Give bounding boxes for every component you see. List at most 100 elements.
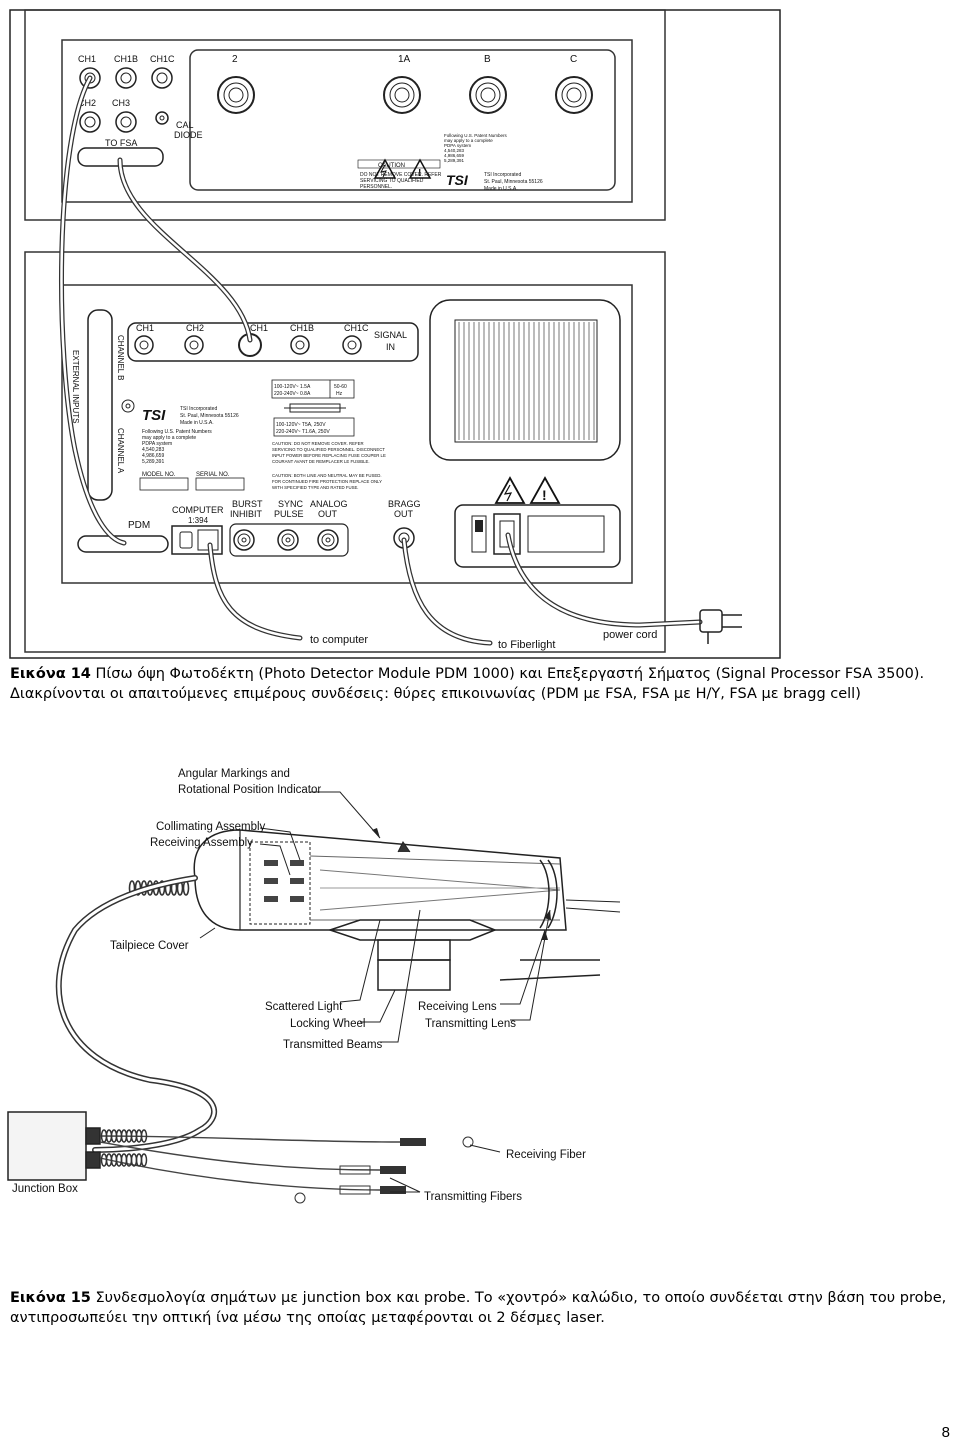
bnc-connector-icon <box>121 399 135 413</box>
top-label-to-fsa: TO FSA <box>105 138 137 148</box>
pdm-label: PDM <box>128 520 150 531</box>
bottom-tsi-logo: TSI <box>142 407 166 424</box>
burst-label-1: BURST <box>232 499 263 509</box>
figure-15-caption-text: Συνδεσμολογία σημάτων με junction box κα… <box>10 1290 947 1326</box>
svg-text:!: ! <box>542 487 547 503</box>
top-caution-title: CAUTION <box>378 163 405 169</box>
figure-14-caption-label: Εικόνα 14 <box>10 666 91 682</box>
probe-mount <box>327 919 601 991</box>
bragg-label-1: BRAGG <box>388 499 421 509</box>
coil-ring <box>182 880 190 896</box>
top-patent-line-3: PDPA system <box>444 143 471 148</box>
svg-text:!: ! <box>418 168 421 179</box>
signal-in-label-2: IN <box>386 342 395 352</box>
label-receiving-fiber: Receiving Fiber <box>506 1149 586 1161</box>
bottom-label-ch1b: CH1B <box>290 323 314 333</box>
bnc-connector-icon <box>134 333 362 357</box>
cable-to-fiberlight <box>401 537 493 646</box>
bottom-caution-line-2: SERVICING TO QUALIFIED PERSONNEL. DISCON… <box>272 447 385 452</box>
rating-line-1: 100-120V~ 1.5A <box>274 384 311 390</box>
label-collimating: Collimating Assembly <box>156 821 266 833</box>
bottom-patent-line-2: may apply to a complete <box>142 435 196 441</box>
channel-b-label: CHANNEL B <box>116 335 125 381</box>
top-label-1a: 1A <box>398 54 411 65</box>
vent-grille <box>429 299 621 461</box>
bottom-caution-line-4: COURANT AVANT DE REMPLACER LE FUSIBLE. <box>272 459 370 464</box>
bottom-patent-line-3: PDPA system <box>142 441 172 447</box>
figure-14-caption-text: Πίσω όψη Φωτοδέκτη (Photo Detector Modul… <box>10 666 925 702</box>
bottom-company-line-1: TSI Incorporated <box>180 406 217 412</box>
top-label-ch1: CH1 <box>78 54 96 64</box>
bottom-label-ch2: CH2 <box>186 323 204 333</box>
label-angular-2: Rotational Position Indicator <box>178 784 321 796</box>
fuse-line-1: 100-120V~ T5A, 250V <box>276 422 326 428</box>
top-patent-line-6: 5,289,391 <box>444 158 465 163</box>
cable-to-computer <box>207 542 303 641</box>
pdm-connector <box>77 535 169 553</box>
top-caution-line-2: SERVICING TO QUALIFIED <box>360 178 424 184</box>
analog-label-1: ANALOG <box>310 499 348 509</box>
cable-label-fiberlight: to Fiberlight <box>498 639 555 651</box>
bragg-label-2: OUT <box>394 509 414 519</box>
computer-label-2: 1:394 <box>188 516 209 525</box>
label-transmitted: Transmitted Beams <box>283 1039 383 1051</box>
top-unit-panel <box>24 9 666 221</box>
bottom-unit-panel <box>24 251 666 653</box>
top-label-cal: CAL <box>176 120 194 130</box>
label-scattered: Scattered Light <box>265 1001 343 1013</box>
label-receiving-lens: Receiving Lens <box>418 1001 497 1013</box>
label-transmitting-fibers: Transmitting Fibers <box>424 1191 522 1203</box>
figure-15-diagram: Angular Markings and Rotational Position… <box>7 768 621 1204</box>
coil-ring <box>140 1153 148 1167</box>
channel-a-label: CHANNEL A <box>116 428 125 474</box>
warning-triangle-icon: ! <box>373 158 432 179</box>
figure-14-caption: Εικόνα 14 Πίσω όψη Φωτοδέκτη (Photo Dete… <box>10 664 955 704</box>
top-company-line-2: St. Paul, Minnesota 55126 <box>484 179 543 185</box>
warning-triangle-icon: ! <box>494 476 561 504</box>
bottom-label-ch1: CH1 <box>136 323 154 333</box>
cable-label-power-cord: power cord <box>603 629 657 641</box>
external-inputs-label: EXTERNAL INPUTS <box>71 350 80 424</box>
model-no-label: MODEL NO. <box>142 472 176 478</box>
top-company-line-1: TSI Incorporated <box>484 172 521 178</box>
burst-label-2: INHIBIT <box>230 509 263 519</box>
bnc-connector-icon <box>79 67 173 133</box>
bottom-patent-line-4: 4,540,283 <box>142 447 164 453</box>
fiber-connector-icon <box>294 1136 474 1204</box>
signal-in-label-1: SIGNAL <box>374 330 407 340</box>
serial-no-label: SERIAL NO. <box>196 472 230 478</box>
sync-label-2: PULSE <box>274 509 304 519</box>
bottom-patent-line-6: 5,289,391 <box>142 459 164 465</box>
top-patent-line-5: 4,986,659 <box>444 153 465 158</box>
power-socket <box>493 513 521 555</box>
top-patent-line-2: may apply to a complete <box>444 138 493 143</box>
top-label-ch1c: CH1C <box>150 54 175 64</box>
coil-ring <box>140 1129 148 1143</box>
cable-label-computer: to computer <box>310 634 368 646</box>
bnc-connector-icon <box>229 523 415 557</box>
rating-hz-2: Hz <box>336 391 343 397</box>
bottom-caution-line-3: INPUT POWER BEFORE REPLACING FUSE COUPER… <box>272 453 386 458</box>
top-label-2: 2 <box>232 54 238 65</box>
junction-box <box>7 1111 101 1181</box>
label-receiving-assembly: Receiving Assembly <box>150 837 253 849</box>
fiber-port-icon <box>217 76 593 114</box>
figure-15-caption-label: Εικόνα 15 <box>10 1290 91 1306</box>
label-transmitting-lens: Transmitting Lens <box>425 1018 516 1030</box>
top-patent-line-4: 4,540,283 <box>444 148 465 153</box>
figure-14-diagram: CH1 CH1B CH1C CH2 CH3 CAL DIODE TO FSA 2… <box>9 9 781 659</box>
label-angular-1: Angular Markings and <box>178 768 290 780</box>
computer-label-1: COMPUTER <box>172 505 224 515</box>
top-label-c: C <box>570 54 577 65</box>
lens-holder-icon <box>264 860 304 902</box>
top-label-diode: DIODE <box>174 130 203 140</box>
bottom-caution2-line-3: WITH SPECIFIED TYPE AND RATED FUSE. <box>272 485 359 490</box>
top-tsi-logo: TSI <box>446 172 469 188</box>
plug-icon <box>699 609 742 644</box>
label-junction-box: Junction Box <box>12 1183 78 1195</box>
probe-body <box>193 829 621 931</box>
label-tailpiece: Tailpiece Cover <box>110 940 189 952</box>
bottom-patent-line-1: Following U.S. Patent Numbers <box>142 429 212 435</box>
bottom-caution2-line-1: CAUTION: BOTH LINE AND NEUTRAL MAY BE FU… <box>272 473 382 478</box>
figure-15-caption: Εικόνα 15 Συνδεσμολογία σημάτων με junct… <box>10 1288 955 1328</box>
